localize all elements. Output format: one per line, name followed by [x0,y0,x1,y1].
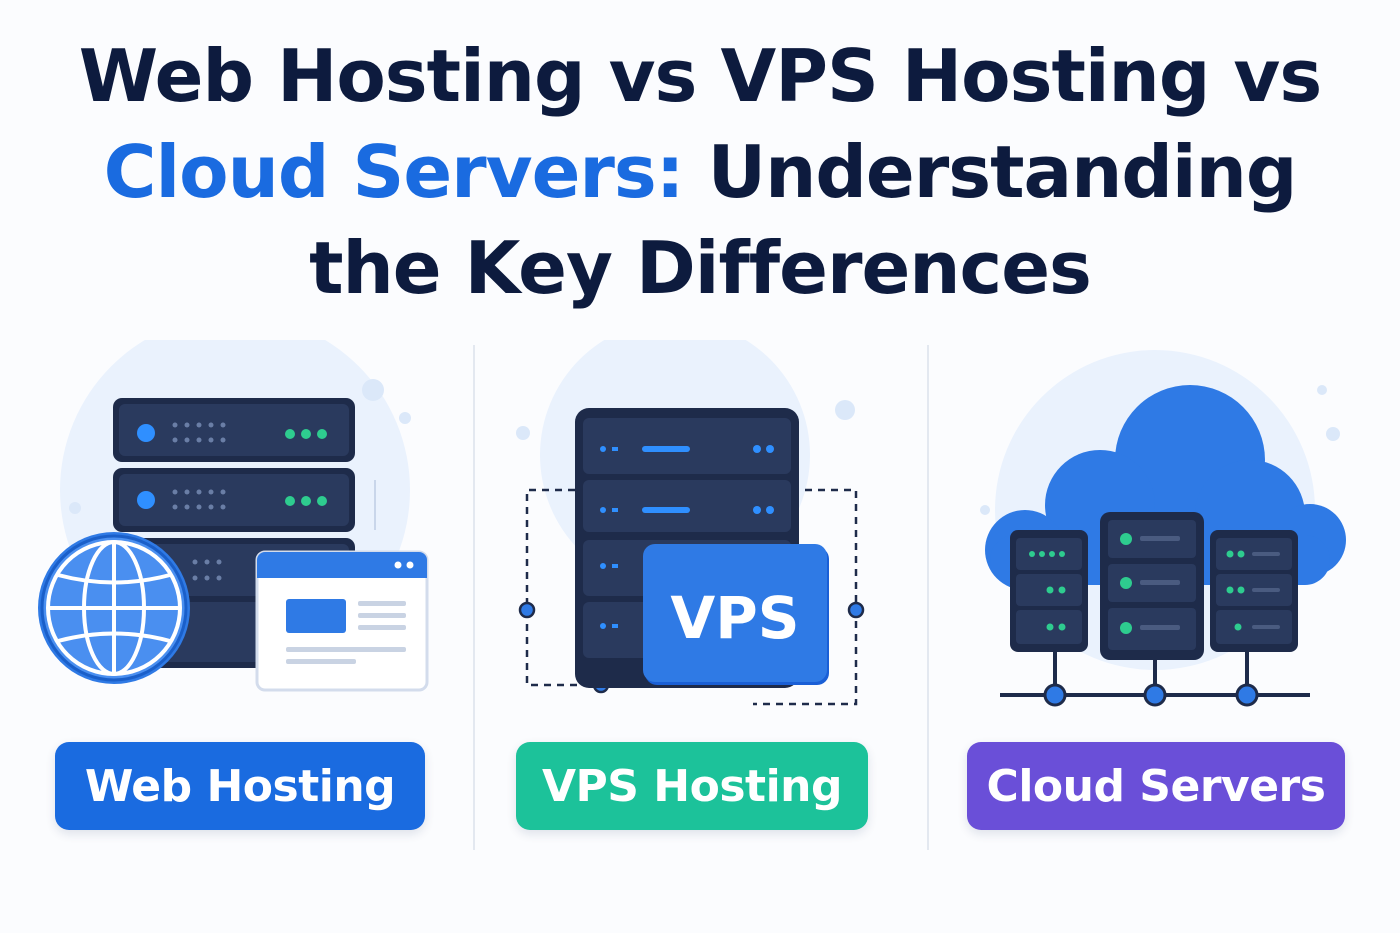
page-title: Web Hosting vs VPS Hosting vs Cloud Serv… [0,28,1400,316]
column-divider-right [927,345,929,850]
vps-hosting-panel: VPS VPS Hosting [475,340,935,850]
vps-badge-text: VPS [670,584,799,652]
web-hosting-panel: Web Hosting [20,340,480,850]
vps-hosting-button[interactable]: VPS Hosting [516,742,868,830]
title-line-2: Cloud Servers: Understanding [0,124,1400,220]
cloud-servers-button[interactable]: Cloud Servers [967,742,1345,830]
cloud-servers-icon [980,350,1346,707]
title-accent: Cloud Servers: [103,130,685,214]
web-hosting-button[interactable]: Web Hosting [55,742,425,830]
title-line-3: the Key Differences [309,226,1092,310]
title-line-2-rest: Understanding [683,130,1298,214]
vps-server-icon: VPS [516,340,865,706]
server-stack-globe-browser-icon [38,340,429,692]
column-divider-left [473,345,475,850]
title-line-1: Web Hosting vs VPS Hosting vs [78,34,1322,118]
cloud-servers-panel: Cloud Servers [930,340,1390,850]
